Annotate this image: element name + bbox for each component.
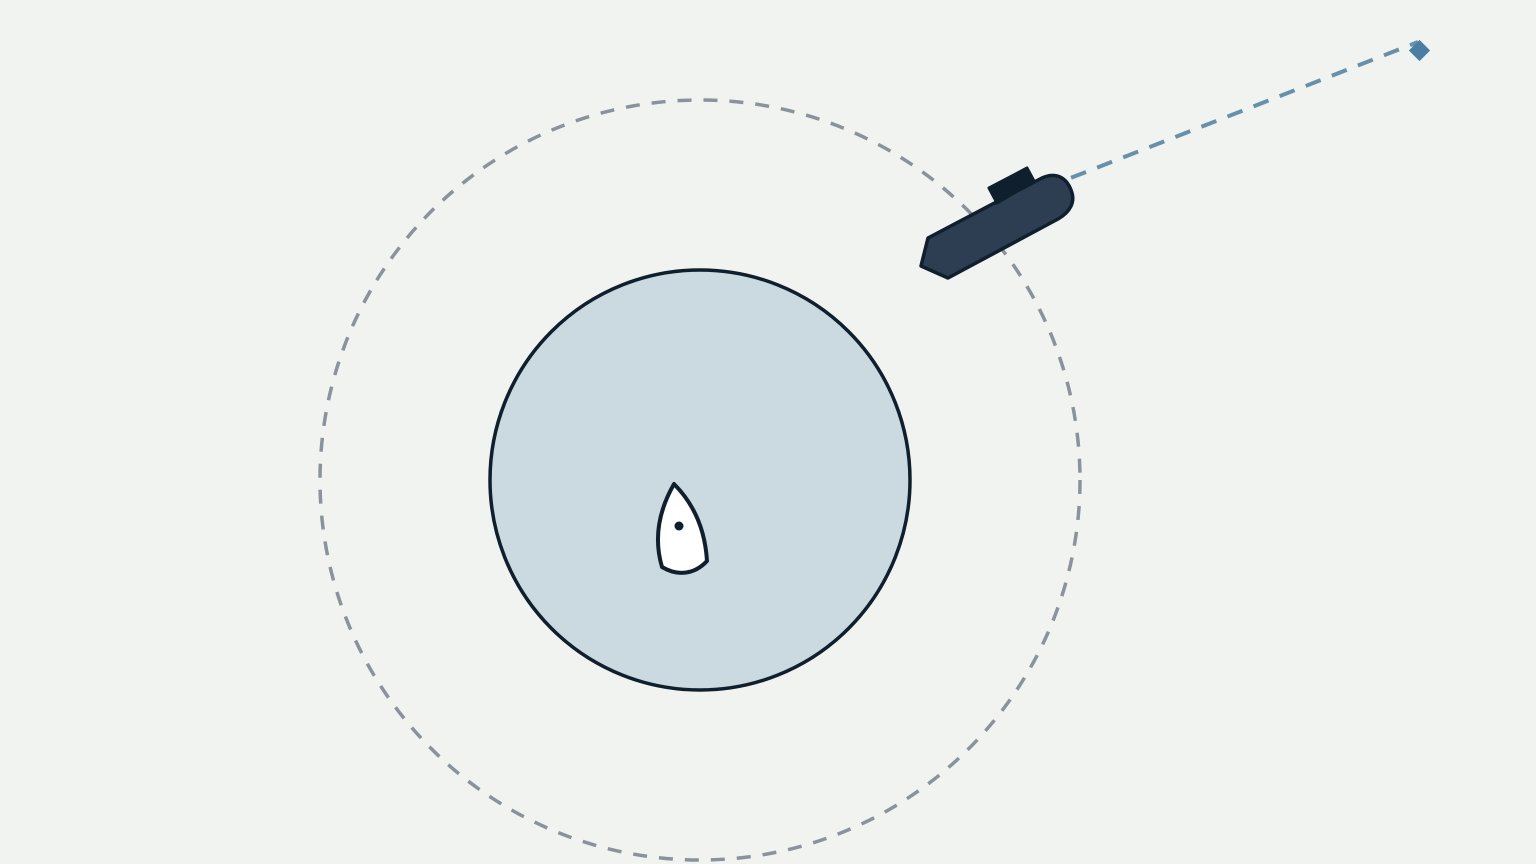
submarine-tower bbox=[987, 166, 1036, 205]
submarine-icon[interactable] bbox=[919, 166, 1075, 280]
sailboat-mast-dot bbox=[674, 521, 684, 531]
submarine-hull bbox=[919, 173, 1075, 280]
inner-safe-zone[interactable] bbox=[488, 268, 912, 692]
outer-range-ring bbox=[318, 98, 1082, 862]
trajectory-line bbox=[1044, 40, 1419, 190]
sailboat-icon[interactable] bbox=[656, 482, 709, 575]
